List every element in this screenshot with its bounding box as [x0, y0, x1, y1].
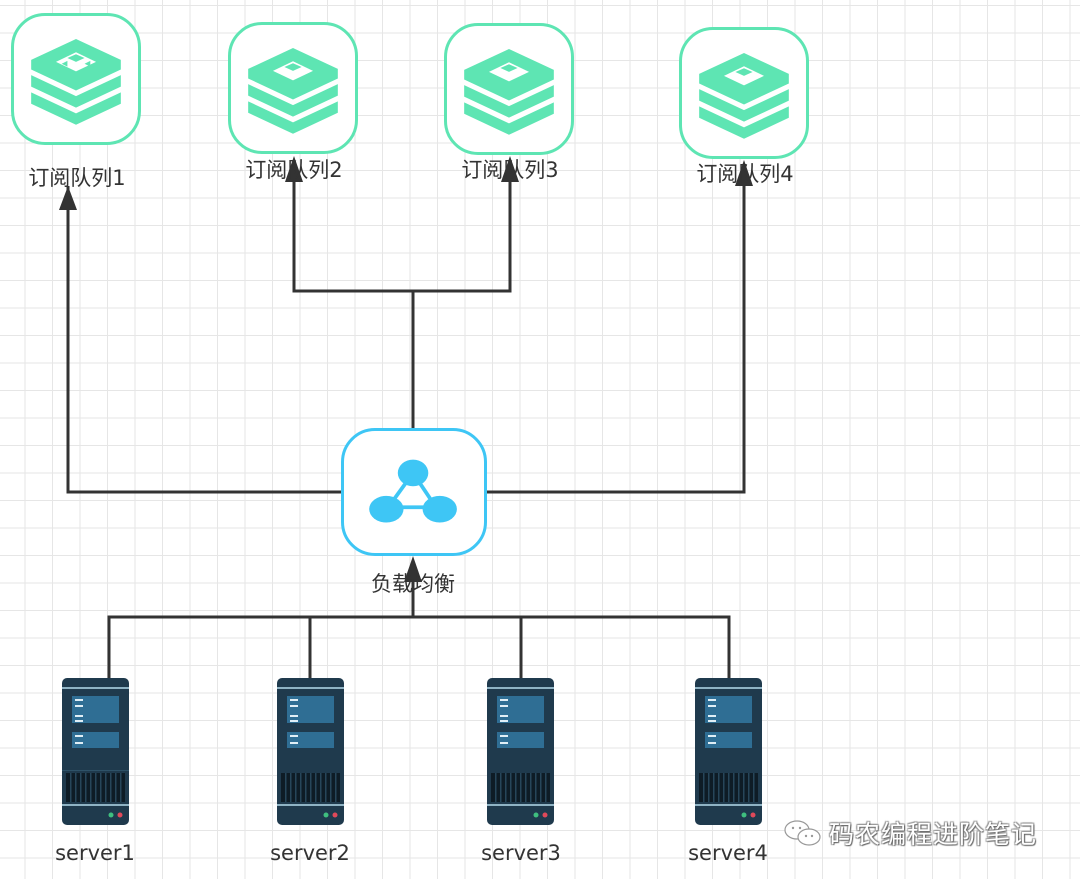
queue-label-1: 订阅队列1 — [28, 166, 126, 190]
queue-label-4: 订阅队列4 — [696, 162, 794, 186]
arrowhead-queue1 — [59, 186, 77, 210]
load-balancer-label: 负载均衡 — [371, 572, 455, 596]
edge-lb-queue1 — [66, 186, 341, 494]
server-label-3: server3 — [481, 841, 561, 865]
queue-node-4[interactable] — [679, 27, 809, 159]
edge-servers-bus — [107, 615, 731, 678]
network-triangle-icon — [369, 459, 457, 523]
edge-lb-queue2 — [292, 180, 413, 293]
queue-label-3: 订阅队列3 — [461, 158, 559, 182]
arrowhead-queue3 — [501, 156, 519, 182]
server-label-1: server1 — [55, 841, 135, 865]
server-rack-icon — [487, 678, 554, 825]
queue-node-2[interactable] — [228, 22, 358, 154]
redis-stack-icon — [699, 52, 789, 139]
server-rack-icon — [62, 678, 129, 825]
queue-label-2: 订阅队列2 — [245, 158, 343, 182]
watermark-text: 码农编程进阶笔记 — [829, 820, 1038, 849]
redis-stack-icon — [464, 48, 554, 135]
redis-stack-icon — [31, 38, 121, 125]
server-node-1[interactable] — [62, 678, 129, 825]
server-node-2[interactable] — [277, 678, 344, 825]
queue-node-3[interactable] — [444, 23, 574, 155]
server-rack-icon — [277, 678, 344, 825]
server-node-3[interactable] — [487, 678, 554, 825]
server-label-2: server2 — [270, 841, 350, 865]
edge-lb-queue3 — [413, 180, 512, 293]
wechat-icon — [784, 820, 821, 846]
server-rack-icon — [695, 678, 762, 825]
watermark: 码农编程进阶笔记 — [783, 815, 1037, 851]
redis-stack-icon — [248, 47, 338, 134]
server-label-4: server4 — [688, 841, 768, 865]
load-balancer-node[interactable] — [341, 428, 487, 556]
queue-node-1[interactable] — [11, 13, 141, 145]
arrowhead-lb — [404, 556, 422, 582]
server-node-4[interactable] — [695, 678, 762, 825]
edge-lb-queue4 — [486, 184, 746, 494]
arrowhead-queue4 — [735, 160, 753, 186]
arrowhead-queue2 — [285, 156, 303, 182]
